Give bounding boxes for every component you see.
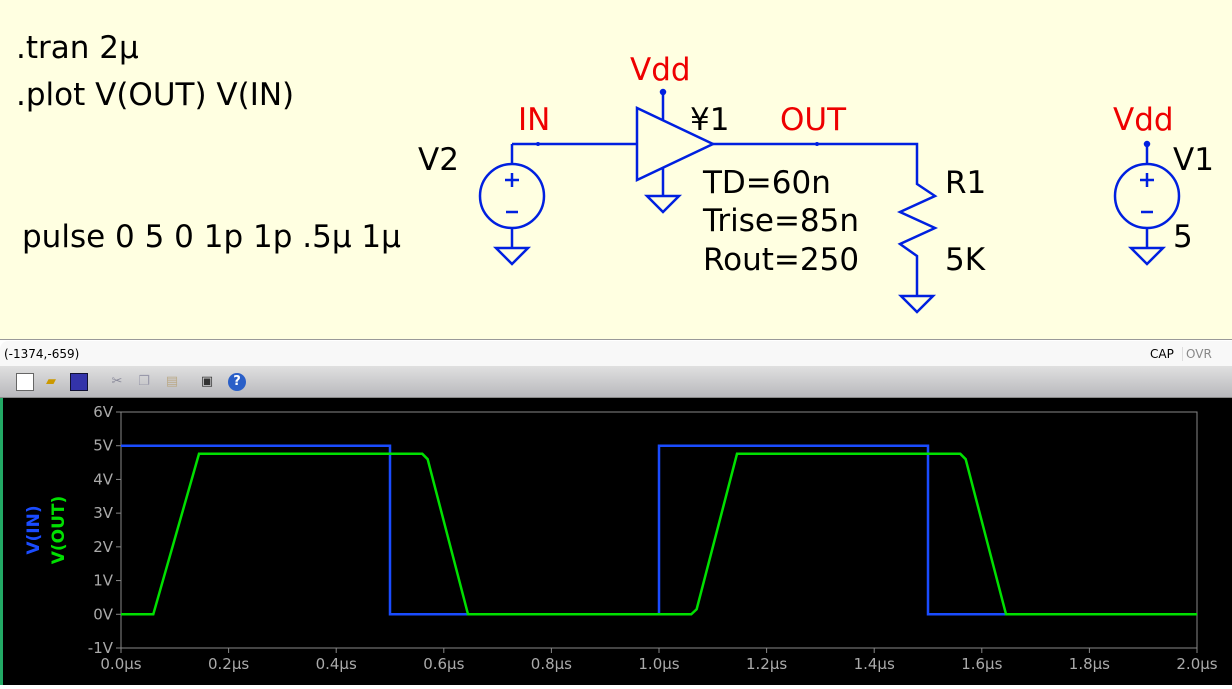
- waveform-viewer[interactable]: 0.0μs 0.2μs 0.4μs 0.6μs 0.8μs 1.0μs 1.2μs 1.4μs…: [0, 398, 1232, 685]
- v1-source-symbol: [1113, 140, 1181, 266]
- waveform-chart: 0.0μs 0.2μs 0.4μs 0.6μs 0.8μs 1.0μs 1.2μs 1.4μs…: [24, 403, 1218, 673]
- x-tick-label: 1.6μs: [961, 655, 1002, 673]
- save-icon[interactable]: [70, 373, 88, 391]
- cut-icon[interactable]: ✂: [111, 374, 123, 389]
- y-tick-label: 6V: [93, 403, 114, 421]
- trace-vout: [121, 452, 1197, 616]
- u1-name[interactable]: ¥1: [690, 102, 730, 138]
- y-tick-label: -1V: [88, 639, 114, 657]
- wire-out: [713, 142, 919, 176]
- r1-name[interactable]: R1: [945, 165, 987, 201]
- net-label-out[interactable]: OUT: [780, 102, 847, 138]
- x-tick-label: 0.2μs: [208, 655, 249, 673]
- x-tick-label: 1.8μs: [1069, 655, 1110, 673]
- y-tick-label: 3V: [93, 504, 114, 522]
- cursor-coordinates: (-1374,-659): [4, 347, 80, 361]
- help-icon[interactable]: ?: [228, 373, 246, 391]
- x-tick-label: 1.0μs: [638, 655, 679, 673]
- overwrite-indicator: OVR: [1182, 347, 1212, 361]
- x-tick-label: 0.6μs: [423, 655, 464, 673]
- y-tick-label: 1V: [93, 572, 114, 590]
- resistor-r1: [896, 176, 939, 314]
- buffer-symbol: [635, 88, 716, 214]
- trace-vin: [121, 444, 1197, 616]
- y-tick-label: 5V: [93, 437, 114, 455]
- u1-td[interactable]: TD=60n: [703, 165, 831, 201]
- u1-rout[interactable]: Rout=250: [703, 242, 860, 278]
- tran-directive[interactable]: .tran 2μ: [16, 30, 139, 66]
- net-label-vdd-u1[interactable]: Vdd: [630, 52, 691, 88]
- y-tick-label: 2V: [93, 538, 114, 556]
- y-tick-label: 0V: [93, 605, 114, 623]
- schematic-editor[interactable]: .tran 2μ .plot V(OUT) V(IN) V2 pulse 0 5…: [0, 0, 1232, 340]
- x-tick-label: 0.8μs: [531, 655, 572, 673]
- print-icon[interactable]: ▣: [200, 374, 214, 389]
- net-label-vdd-v1[interactable]: Vdd: [1113, 102, 1174, 138]
- v2-name[interactable]: V2: [418, 142, 459, 178]
- x-tick-label: 1.4μs: [854, 655, 895, 673]
- v2-value[interactable]: pulse 0 5 0 1p 1p .5μ 1μ: [22, 219, 401, 255]
- u1-trise[interactable]: Trise=85n: [703, 203, 860, 239]
- x-tick-label: 0.0μs: [100, 655, 141, 673]
- x-tick-label: 1.2μs: [746, 655, 787, 673]
- status-bar: (-1374,-659) CAP OVR: [0, 341, 1232, 366]
- open-icon[interactable]: ▰: [46, 374, 56, 389]
- plot-directive[interactable]: .plot V(OUT) V(IN): [16, 77, 295, 113]
- v2-source-symbol: [478, 144, 546, 266]
- caps-indicator: CAP: [1150, 347, 1174, 361]
- schematic-wires: [478, 88, 1181, 314]
- x-tick-label: 0.4μs: [316, 655, 357, 673]
- y-tick-label: 4V: [93, 470, 114, 488]
- copy-icon[interactable]: ❐: [138, 374, 150, 389]
- legend-vout[interactable]: V(OUT): [49, 496, 69, 565]
- new-icon[interactable]: [16, 373, 34, 391]
- legend-vin[interactable]: V(IN): [24, 505, 44, 554]
- v1-name[interactable]: V1: [1173, 142, 1214, 178]
- v1-value[interactable]: 5: [1173, 219, 1193, 255]
- net-label-in[interactable]: IN: [518, 102, 551, 138]
- r1-value[interactable]: 5K: [945, 242, 986, 278]
- x-tick-label: 2.0μs: [1176, 655, 1217, 673]
- paste-icon[interactable]: ▤: [165, 374, 179, 389]
- toolbar: ▰ ✂ ❐ ▤ ▣ ?: [0, 366, 1232, 398]
